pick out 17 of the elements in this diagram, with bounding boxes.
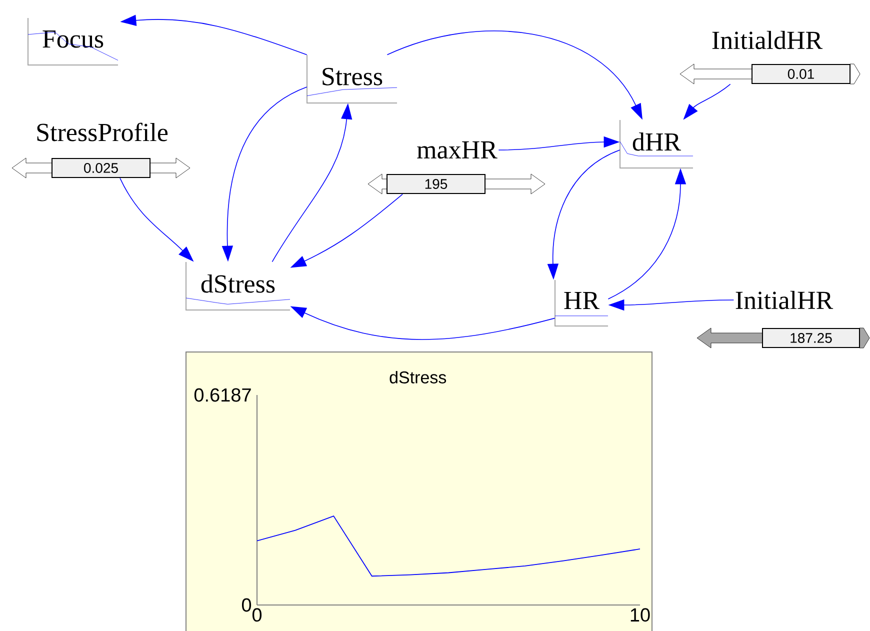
slider-control: StressProfile 0.025 xyxy=(12,122,190,178)
variable-box: Focus xyxy=(28,18,118,66)
variable-box: HR xyxy=(554,279,608,326)
chart-title: dStress xyxy=(390,370,446,384)
node-label: InitialdHR xyxy=(712,30,823,50)
node-label: StressProfile xyxy=(37,122,168,142)
node-label: maxHR xyxy=(417,141,498,159)
variable-box: Stress xyxy=(306,54,398,104)
line-series xyxy=(257,516,640,577)
x-tick-label: 10 xyxy=(630,608,650,622)
variable-box: dStress xyxy=(186,262,290,310)
slider-control: InitialdHR 0.01 xyxy=(680,30,860,84)
node-label: InitialHR xyxy=(736,290,834,310)
slider-control: InitialHR 187.25 xyxy=(696,290,870,348)
slider-control: maxHR 195 xyxy=(368,141,546,194)
variable-box: dHR xyxy=(620,120,694,168)
y-tick-label: 0.6187 xyxy=(194,388,251,402)
